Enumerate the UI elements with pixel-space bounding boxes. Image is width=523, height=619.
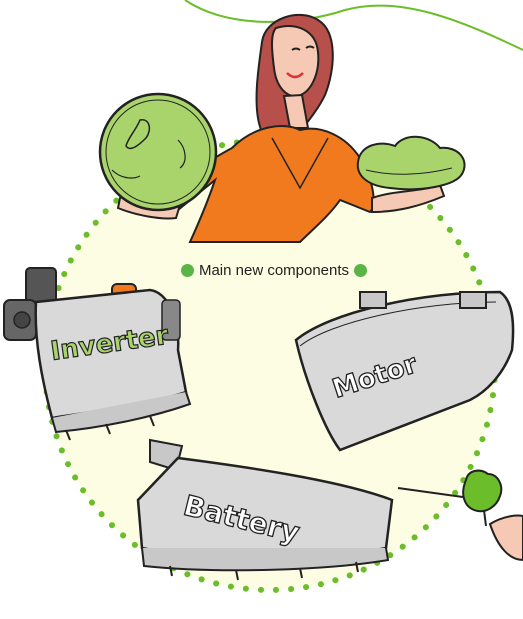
- globe-icon: [100, 94, 216, 210]
- caption-text: Main new components: [199, 262, 349, 279]
- leaf-icon: [358, 137, 465, 189]
- bullet-dot-icon: [181, 264, 194, 277]
- bullet-dot-icon: [354, 264, 367, 277]
- face: [272, 26, 318, 96]
- green-string: [185, 0, 523, 50]
- components-caption: Main new components: [158, 262, 390, 279]
